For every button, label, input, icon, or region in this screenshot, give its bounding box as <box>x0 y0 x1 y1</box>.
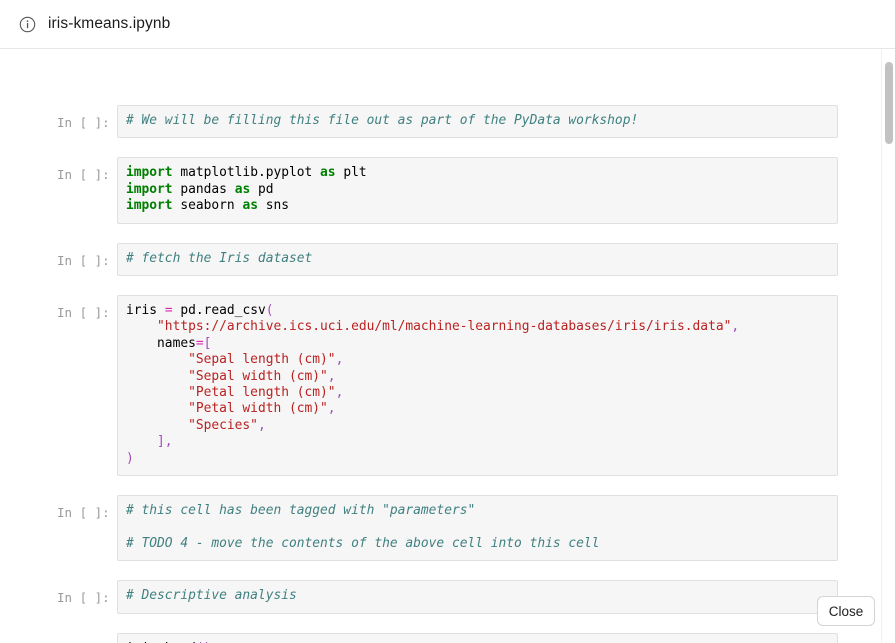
cell-input[interactable]: iris = pd.read_csv( "https://archive.ics… <box>117 295 838 476</box>
cell-input[interactable]: import matplotlib.pyplot as plt import p… <box>117 157 838 223</box>
cell-input[interactable]: # this cell has been tagged with "parame… <box>117 495 838 561</box>
notebook-scroll-area: In [ ]: # We will be filling this file o… <box>0 49 895 643</box>
cell-prompt: In [ ]: <box>57 157 117 183</box>
cell-input[interactable]: # We will be filling this file out as pa… <box>117 105 838 138</box>
notebook-cell[interactable]: In [ ]: iris.head() <box>0 633 895 643</box>
notebook-cell[interactable]: In [ ]: # We will be filling this file o… <box>0 105 895 138</box>
notebook-cell[interactable]: In [ ]: iris = pd.read_csv( "https://arc… <box>0 295 895 476</box>
notebook-panel: In [ ]: # We will be filling this file o… <box>0 49 895 643</box>
info-circle-icon <box>19 16 36 33</box>
cell-source: # this cell has been tagged with "parame… <box>126 503 829 552</box>
cell-prompt: In [ ]: <box>57 295 117 321</box>
cell-input[interactable]: iris.head() <box>117 633 838 643</box>
vertical-scrollbar[interactable] <box>881 49 895 643</box>
cell-source: # Descriptive analysis <box>126 588 829 604</box>
cell-prompt: In [ ]: <box>57 105 117 131</box>
cell-prompt: In [ ]: <box>57 633 117 643</box>
page-title: iris-kmeans.ipynb <box>48 15 170 33</box>
cell-prompt: In [ ]: <box>57 580 117 606</box>
cell-input[interactable]: # fetch the Iris dataset <box>117 243 838 276</box>
cell-source: # fetch the Iris dataset <box>126 251 829 267</box>
cell-source: iris = pd.read_csv( "https://archive.ics… <box>126 303 829 467</box>
scrollbar-thumb[interactable] <box>885 62 893 144</box>
notebook-cell[interactable]: In [ ]: # fetch the Iris dataset <box>0 243 895 276</box>
cell-source: # We will be filling this file out as pa… <box>126 113 829 129</box>
notebook-cell[interactable]: In [ ]: # Descriptive analysis <box>0 580 895 613</box>
cell-input[interactable]: # Descriptive analysis <box>117 580 838 613</box>
close-button[interactable]: Close <box>817 596 875 626</box>
titlebar: iris-kmeans.ipynb <box>0 0 895 49</box>
notebook-cell[interactable]: In [ ]: # this cell has been tagged with… <box>0 495 895 561</box>
notebook-cell[interactable]: In [ ]: import matplotlib.pyplot as plt … <box>0 157 895 223</box>
cell-source: import matplotlib.pyplot as plt import p… <box>126 165 829 214</box>
cell-prompt: In [ ]: <box>57 243 117 269</box>
cell-prompt: In [ ]: <box>57 495 117 521</box>
